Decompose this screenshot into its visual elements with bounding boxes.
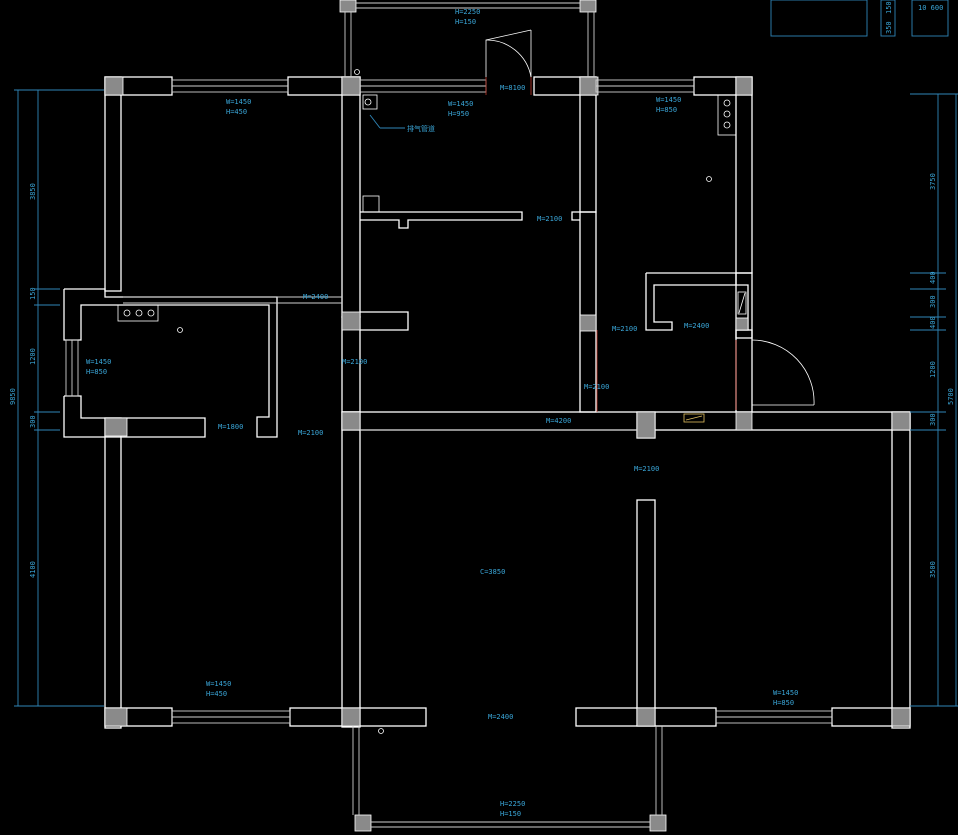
label-door-top: M=8100 xyxy=(500,84,525,92)
legend-2: 350 xyxy=(885,21,893,34)
dim-left-1: 3850 xyxy=(29,183,37,200)
label-center: C=3850 xyxy=(480,568,505,576)
label-living-top: M=2100 xyxy=(634,465,659,473)
dim-left-4: 300 xyxy=(29,415,37,428)
fixtures xyxy=(117,69,747,734)
walls xyxy=(63,76,911,729)
dim-left-2: 150 xyxy=(29,287,37,300)
label-opening-left: M=2100 xyxy=(584,383,609,391)
dim-right-4: 400 xyxy=(929,316,937,329)
label-top-window-2: H=150 xyxy=(455,18,476,26)
label-entry: M=2400 xyxy=(488,713,513,721)
doors xyxy=(485,29,815,412)
label-south-window-2: H=150 xyxy=(500,810,521,818)
label-kitchen-window-1: W=1450 xyxy=(448,100,473,108)
label-top-window-1: H=2250 xyxy=(455,8,480,16)
legend-3: 10 600 xyxy=(918,4,943,12)
room-labels: H=2250 H=150 M=8100 W=1450 H=450 W=1450 … xyxy=(86,8,798,818)
label-toilet: M=2400 xyxy=(684,322,709,330)
windows xyxy=(65,2,833,828)
label-exhaust: 排气管道 xyxy=(407,124,435,133)
dim-right-5: 1200 xyxy=(929,361,937,378)
label-sw-window-1: W=1450 xyxy=(206,680,231,688)
label-left-open: M=2100 xyxy=(298,429,323,437)
label-beam: M=4200 xyxy=(546,417,571,425)
label-left-window-2: H=850 xyxy=(86,368,107,376)
label-se-window-2: H=850 xyxy=(773,699,794,707)
label-bath-window-2: H=850 xyxy=(656,106,677,114)
dim-left-total: 9850 xyxy=(9,388,17,405)
label-se-window-1: W=1450 xyxy=(773,689,798,697)
dim-right-2: 400 xyxy=(929,271,937,284)
dim-right-1: 3750 xyxy=(929,173,937,190)
label-left-wall: M=1800 xyxy=(218,423,243,431)
label-mid-open: M=2100 xyxy=(342,358,367,366)
dim-right-7: 3500 xyxy=(929,561,937,578)
label-door-mid: M=2100 xyxy=(612,325,637,333)
legend-1: 150 xyxy=(885,1,893,14)
label-corridor: M=2100 xyxy=(537,215,562,223)
dim-right-3: 300 xyxy=(929,295,937,308)
label-opening-1: M=2400 xyxy=(303,293,328,301)
dim-left-5: 4100 xyxy=(29,561,37,578)
dimension-lines xyxy=(14,0,958,707)
label-bath-window-1: W=1450 xyxy=(656,96,681,104)
label-south-window-1: H=2250 xyxy=(500,800,525,808)
dimension-labels: 3850 150 1200 300 4100 9850 3750 400 300… xyxy=(9,1,955,578)
label-left-window-1: W=1450 xyxy=(86,358,111,366)
dim-right-6: 300 xyxy=(929,413,937,426)
dim-left-3: 1200 xyxy=(29,348,37,365)
dim-right-total: 5700 xyxy=(947,388,955,405)
label-sw-window-2: H=450 xyxy=(206,690,227,698)
label-kitchen-window-2: H=950 xyxy=(448,110,469,118)
label-nw-window-2: H=450 xyxy=(226,108,247,116)
label-nw-window-1: W=1450 xyxy=(226,98,251,106)
